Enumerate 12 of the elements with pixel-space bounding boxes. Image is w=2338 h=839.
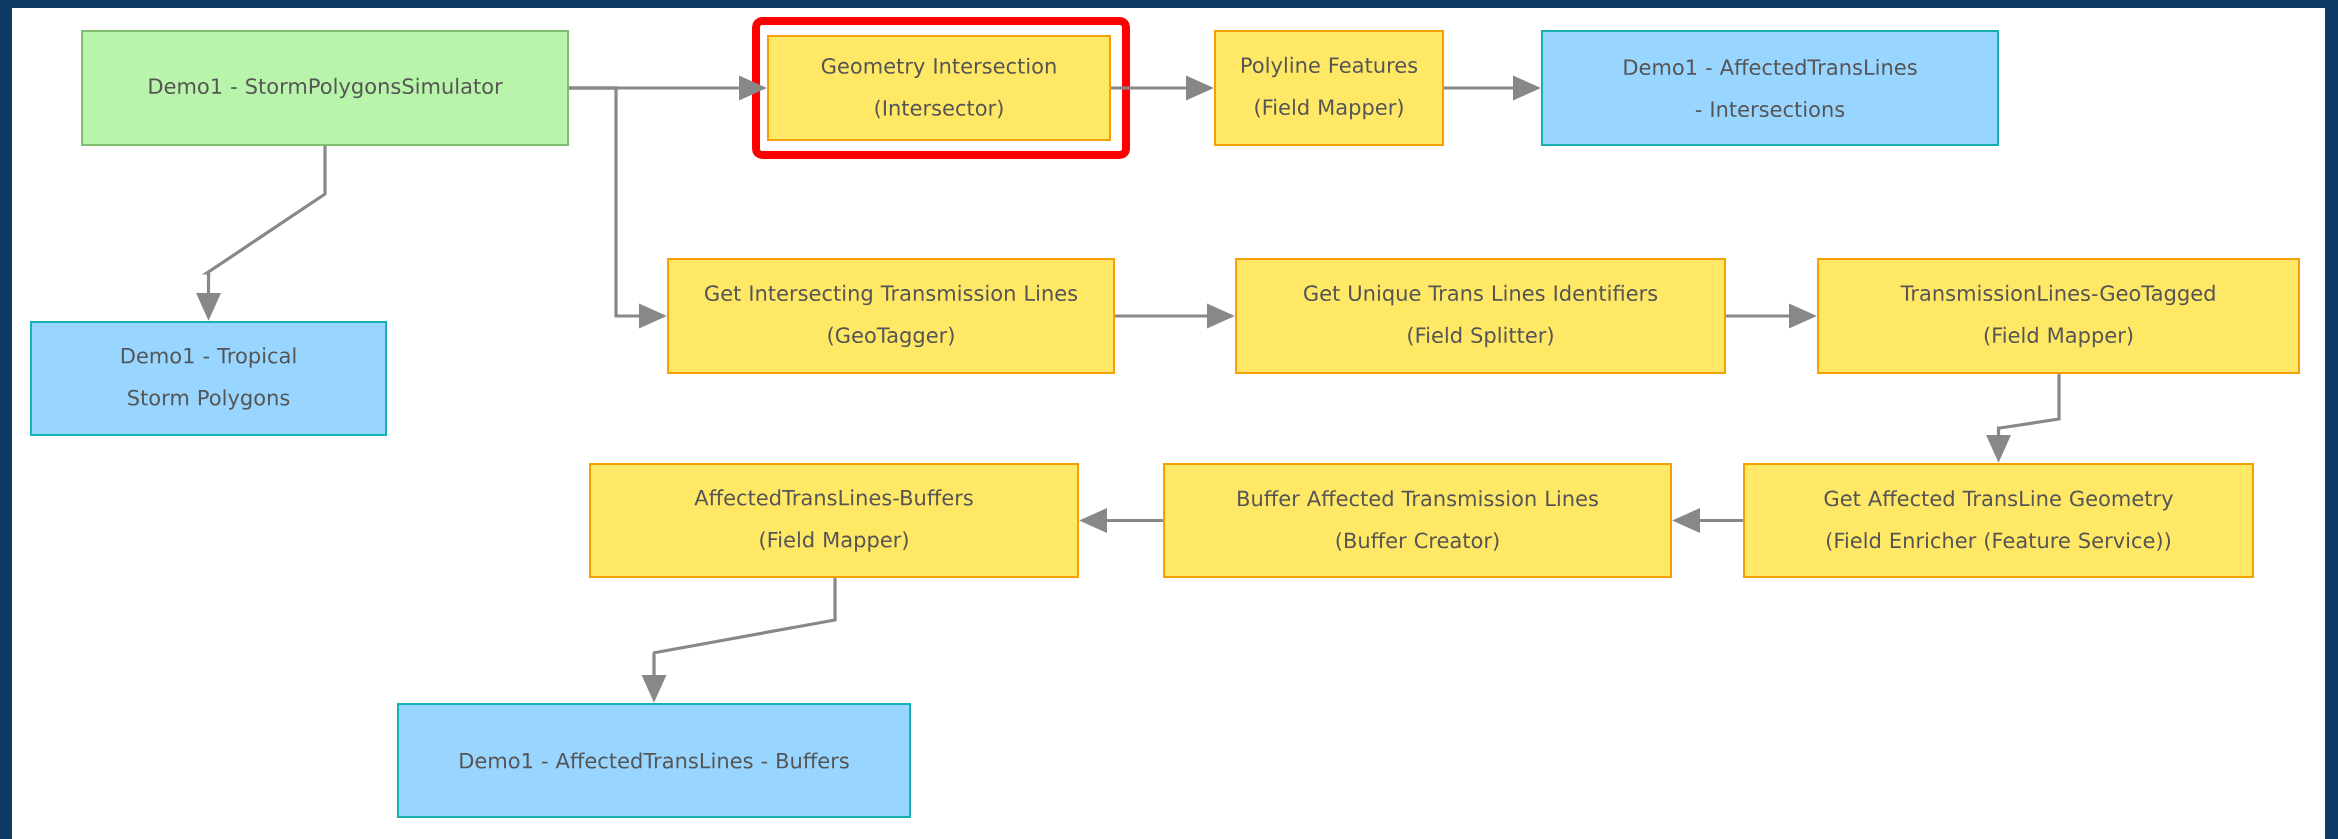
output-box: Demo1 - AffectedTransLines - Buffers xyxy=(397,703,911,818)
process-box: Get Affected TransLine Geometry (Field Enricher (Feature Service)) xyxy=(1743,463,2254,578)
process-box: Get Intersecting Transmission Lines (GeoTagger) xyxy=(667,258,1115,374)
process-box: Polyline Features (Field Mapper) xyxy=(1214,30,1444,146)
output-box: Demo1 - Tropical Storm Polygons xyxy=(30,321,387,436)
input-box: Demo1 - StormPolygonsSimulator xyxy=(81,30,569,146)
process-box: Get Unique Trans Lines Identifiers (Field Splitter) xyxy=(1235,258,1726,374)
output-box: Demo1 - AffectedTransLines - Intersections xyxy=(1541,30,1999,146)
process-box: Geometry Intersection (Intersector) xyxy=(767,35,1111,141)
process-box: Buffer Affected Transmission Lines (Buffer Creator) xyxy=(1163,463,1672,578)
process-box: AffectedTransLines-Buffers (Field Mapper) xyxy=(589,463,1079,578)
process-box: TransmissionLines-GeoTagged (Field Mapper) xyxy=(1817,258,2300,374)
